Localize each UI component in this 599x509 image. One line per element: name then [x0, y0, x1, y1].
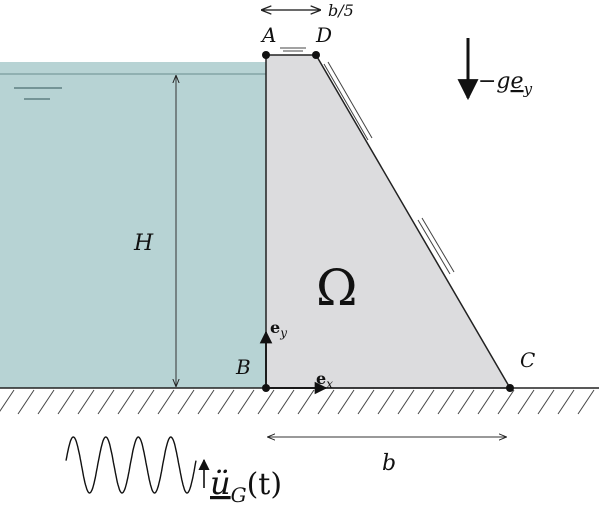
point-d-label: D — [315, 23, 332, 47]
ey-vector-label: ey — [270, 318, 287, 340]
slope-mark-lower-2 — [421, 217, 455, 273]
hatch-stroke — [77, 389, 95, 415]
hatch-stroke — [57, 389, 75, 415]
hatch-stroke — [277, 389, 295, 415]
ex-vector-base: e — [316, 369, 326, 388]
point-a-label: A — [260, 23, 276, 47]
ey-vector-base: e — [270, 318, 280, 337]
ground-motion-wave — [65, 436, 197, 494]
ground-hatching — [0, 389, 595, 415]
hatch-stroke — [217, 389, 235, 415]
domain-label: Ω — [316, 259, 357, 317]
hatch-stroke — [37, 389, 55, 415]
hatch-stroke — [157, 389, 175, 415]
point-d-dot — [312, 51, 320, 59]
hatch-stroke — [477, 389, 495, 415]
hatch-stroke — [577, 389, 595, 415]
slope-mark-upper-2 — [327, 61, 373, 139]
hatch-stroke — [97, 389, 115, 415]
hatch-stroke — [457, 389, 475, 415]
ground-accel-arg: (t) — [247, 467, 282, 502]
ground-accel-sub: G — [231, 483, 247, 507]
hatch-stroke — [397, 389, 415, 415]
gravity-prefix: −g — [478, 69, 511, 94]
height-label: H — [133, 231, 154, 256]
hatch-stroke — [497, 389, 515, 415]
ex-vector-sub: x — [326, 377, 333, 391]
hatch-stroke — [257, 389, 275, 415]
ex-vector-label: ex — [316, 369, 333, 391]
gravity-sub: y — [523, 80, 533, 98]
gravity-vector: e — [511, 69, 524, 94]
hatch-stroke — [517, 389, 535, 415]
hatch-stroke — [417, 389, 435, 415]
slope-mark-upper-1 — [323, 63, 369, 141]
crest-width-label: b/5 — [328, 1, 354, 20]
ground-accel-label: üG(t) — [210, 464, 282, 507]
hatch-stroke — [17, 389, 35, 415]
base-width-label: b — [382, 451, 396, 476]
hatch-stroke — [357, 389, 375, 415]
hatch-stroke — [437, 389, 455, 415]
hatch-stroke — [317, 389, 335, 415]
hatch-stroke — [237, 389, 255, 415]
water-reservoir — [0, 62, 266, 388]
hatch-stroke — [557, 389, 575, 415]
point-c-dot — [506, 384, 514, 392]
point-c-label: C — [520, 348, 535, 372]
gravity-label: −gey — [478, 69, 533, 98]
point-a-dot — [262, 51, 270, 59]
hatch-stroke — [117, 389, 135, 415]
hatch-stroke — [337, 389, 355, 415]
hatch-stroke — [297, 389, 315, 415]
hatch-stroke — [377, 389, 395, 415]
slope-mark-lower-1 — [417, 219, 451, 275]
dam-body — [265, 54, 512, 389]
hatch-stroke — [177, 389, 195, 415]
point-b-label: B — [235, 355, 251, 379]
hatch-stroke — [137, 389, 155, 415]
hatch-stroke — [0, 389, 15, 412]
hatch-stroke — [197, 389, 215, 415]
ey-vector-sub: y — [279, 326, 287, 340]
hatch-stroke — [537, 389, 555, 415]
ground-accel-symbol: ü — [210, 464, 231, 502]
